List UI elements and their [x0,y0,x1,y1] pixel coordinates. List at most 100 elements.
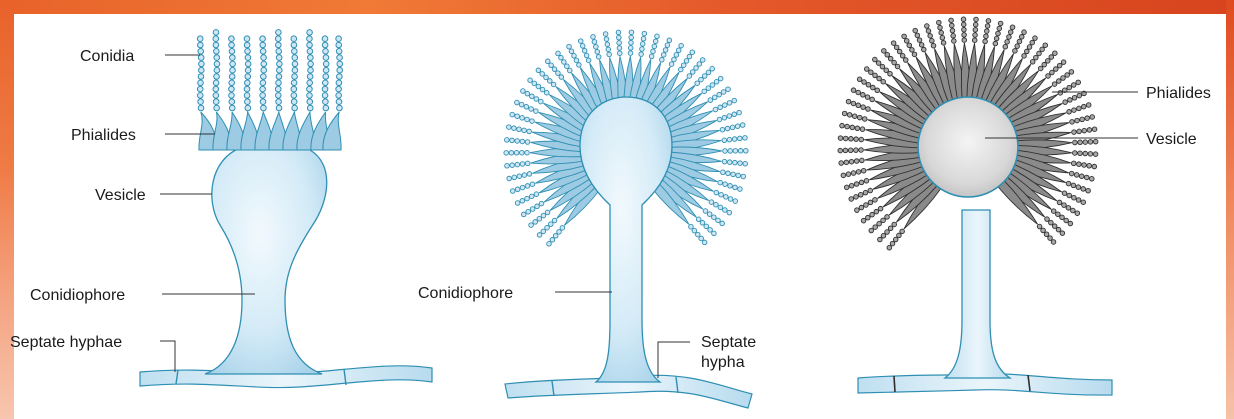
conidium [213,80,219,86]
conidium [277,67,283,73]
conidium [839,161,844,166]
conidium [881,79,886,84]
conidium [861,168,866,173]
label-septate: Septate [701,334,756,351]
conidium [515,114,520,119]
conidium [937,20,942,25]
conidium [515,100,520,105]
conidium [652,44,657,49]
conidium [230,55,236,61]
conidium [213,30,219,36]
conidium [522,173,527,178]
conidium [629,30,634,35]
conidium [640,47,645,52]
conidium [1060,231,1065,236]
conidium [586,58,591,63]
conidium [213,36,219,42]
conidium [260,86,266,92]
conidium [730,125,735,130]
conidium [567,68,572,73]
conidium [519,102,524,107]
conidium [925,24,930,29]
conidium [639,52,644,57]
conidium [229,105,235,111]
conidium [700,58,705,63]
conidium [1067,110,1072,115]
conidium [572,53,577,58]
conidium [846,172,851,177]
conidium [1022,54,1027,59]
label-vesicle-3: Vesicle [1146,131,1197,148]
conidium [529,107,534,112]
conidium [529,223,534,228]
conidium [1044,232,1049,237]
conidium [1030,59,1035,64]
conidium [690,70,695,75]
conidium [733,199,738,204]
conidium [530,94,535,99]
conidium [616,30,621,35]
conidium [292,55,298,61]
conidium [1078,140,1083,145]
conidium [1083,140,1088,145]
conidium [687,54,692,59]
conidium [229,80,235,86]
conidium [1086,103,1091,108]
conidium [700,220,705,225]
panel-1-uniseriate: Conidia Phialides Vesicle Conidiophore S… [10,30,432,388]
conidium [337,74,343,80]
conidium [855,208,860,213]
conidium [738,187,743,192]
conidium [1071,183,1076,188]
conidium [856,103,861,108]
conidium [974,17,979,22]
conidium [660,57,665,62]
conidium [1083,151,1088,156]
conidium [649,54,654,59]
conidium [727,101,732,106]
conidium [651,49,656,54]
conidium [912,52,917,57]
conidium [728,149,733,154]
conidium [261,105,267,111]
conidium [864,203,869,208]
conidium [229,36,235,42]
conidium [689,224,694,229]
conidium [520,162,525,167]
conidium [928,34,933,39]
conidium [1082,128,1087,133]
conidium [722,159,727,164]
conidium [1069,171,1074,176]
conidium [292,49,298,55]
conidium [291,42,297,48]
conidium [1037,224,1042,229]
conidium [230,61,236,67]
conidium [1073,151,1078,156]
conidium [530,182,535,187]
conidium [894,45,899,50]
conidium [737,136,742,141]
conidium [337,105,343,111]
conidium [198,42,204,48]
conidium [731,172,736,177]
conidium [851,88,856,93]
conidium [229,49,235,55]
label-conidia: Conidia [80,48,134,65]
conidium [199,61,205,67]
conidium [534,192,539,197]
conidium [885,215,890,220]
conidium [1066,181,1071,186]
conidium [723,195,728,200]
conidium [897,49,902,54]
conidium [854,148,859,153]
conidium [1050,70,1055,75]
conidium [308,55,314,61]
conidium [840,123,845,128]
conidium [653,39,658,44]
conidium [1040,47,1045,52]
conidium [1077,129,1082,134]
conidium [245,61,251,67]
conidium [882,49,887,54]
conidium [515,187,520,192]
conidium [1081,104,1086,109]
